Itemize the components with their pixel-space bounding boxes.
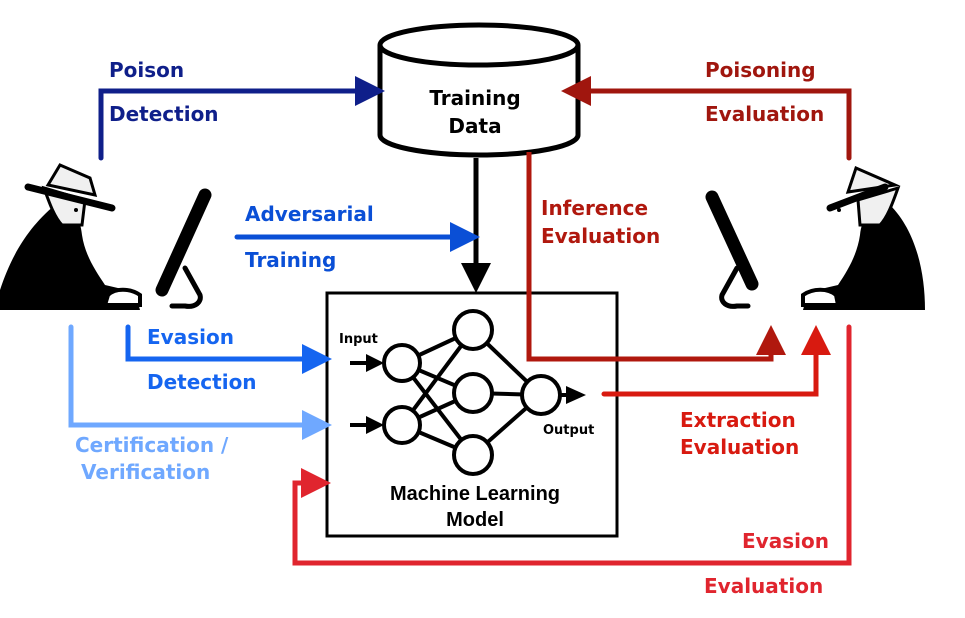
evasion-evaluation-label-2: Evaluation [704, 574, 823, 598]
training-data-label-1: Training [429, 86, 520, 110]
model-label-1: Machine Learning [390, 483, 560, 505]
defender-hacker-icon [0, 163, 212, 310]
training-data-label-2: Data [448, 114, 501, 138]
extraction-evaluation-label-2: Evaluation [680, 435, 799, 459]
model-label-2: Model [446, 509, 504, 531]
extraction-evaluation-label-1: Extraction [680, 408, 796, 432]
poison-detection-flow: Poison Detection [98, 58, 385, 161]
input-label: Input [339, 332, 378, 347]
evasion-evaluation-label-1: Evasion [742, 529, 829, 553]
certification-label-2: Verification [81, 460, 210, 484]
inference-evaluation-label-1: Inference [541, 196, 648, 220]
poison-detection-label-1: Poison [109, 58, 184, 82]
attacker-hacker-icon [705, 165, 925, 310]
inference-evaluation-flow: Inference Evaluation [526, 152, 786, 362]
ml-model-box: Input Output Machine Learning Model [325, 291, 619, 538]
evasion-detection-label-1: Evasion [147, 325, 234, 349]
evasion-detection-flow: Evasion Detection [125, 324, 332, 394]
adversarial-training-flow: Adversarial Training [234, 202, 480, 272]
poisoning-evaluation-label-1: Poisoning [705, 58, 816, 82]
output-label: Output [543, 423, 594, 438]
extraction-evaluation-flow: Extraction Evaluation [601, 325, 831, 459]
neural-network-icon [350, 309, 586, 476]
poisoning-evaluation-label-2: Evaluation [705, 102, 824, 126]
training-data-cylinder: Training Data [377, 22, 581, 158]
certification-label-1: Certification / [75, 433, 229, 457]
evasion-evaluation-flow: Evasion Evaluation [292, 324, 852, 598]
inference-evaluation-label-2: Evaluation [541, 224, 660, 248]
poison-detection-label-2: Detection [109, 102, 219, 126]
evasion-detection-label-2: Detection [147, 370, 257, 394]
adversarial-training-label-1: Adversarial [245, 202, 374, 226]
poisoning-evaluation-flow: Poisoning Evaluation [561, 58, 852, 161]
certification-verification-flow: Certification / Verification [68, 324, 332, 484]
adversarial-training-label-2: Training [245, 248, 336, 272]
